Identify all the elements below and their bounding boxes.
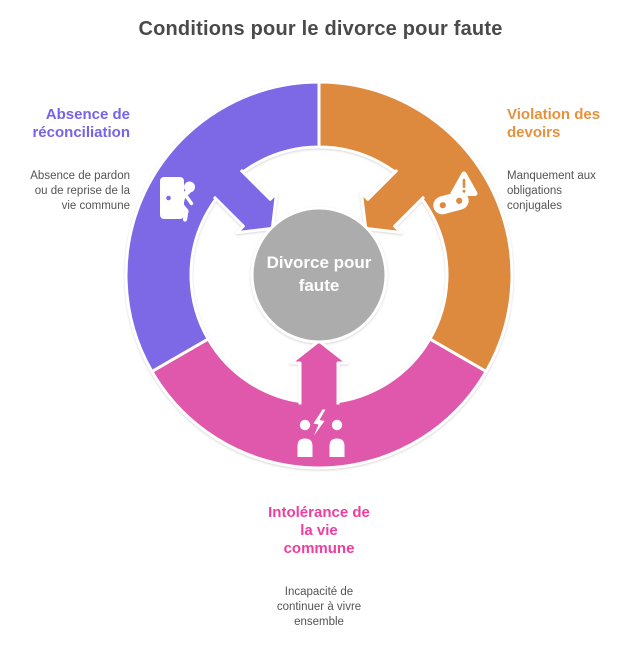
label-block-violation-devoirs: Violation des devoirs Manquement aux obl… (507, 88, 633, 233)
arrow-violation-devoirs (359, 158, 436, 235)
people-conflict-icon (297, 409, 345, 457)
label-block-absence-reconciliation: Absence de réconciliation Absence de par… (0, 88, 130, 233)
door-exit-icon (160, 177, 195, 222)
warning-icon (433, 171, 478, 215)
heading-violation-devoirs: Violation des devoirs (507, 106, 601, 141)
diagram: Conditions pour le divorce pour faute (0, 18, 633, 628)
heading-intolerance-vie-commune: Intolérance de la vie commune (268, 504, 370, 557)
description-intolerance-vie-commune: Incapacité de continuer à vivre ensemble (276, 586, 362, 629)
diagram-canvas (124, 80, 514, 470)
heading-absence-reconciliation: Absence de réconciliation (32, 106, 130, 141)
center-circle (250, 206, 388, 344)
description-violation-devoirs: Manquement aux obligations conjugales (507, 170, 596, 213)
center-label: Divorce pour faute (266, 253, 372, 295)
segment-absence-reconciliation (124, 80, 321, 373)
label-block-intolerance-vie-commune: Intolérance de la vie commune Incapacité… (239, 486, 399, 649)
arrow-intolerance (289, 339, 349, 418)
page-title: Conditions pour le divorce pour faute (138, 18, 503, 40)
description-absence-reconciliation: Absence de pardon ou de reprise de la vi… (30, 170, 130, 213)
arrow-absence-reconciliation (202, 158, 279, 235)
